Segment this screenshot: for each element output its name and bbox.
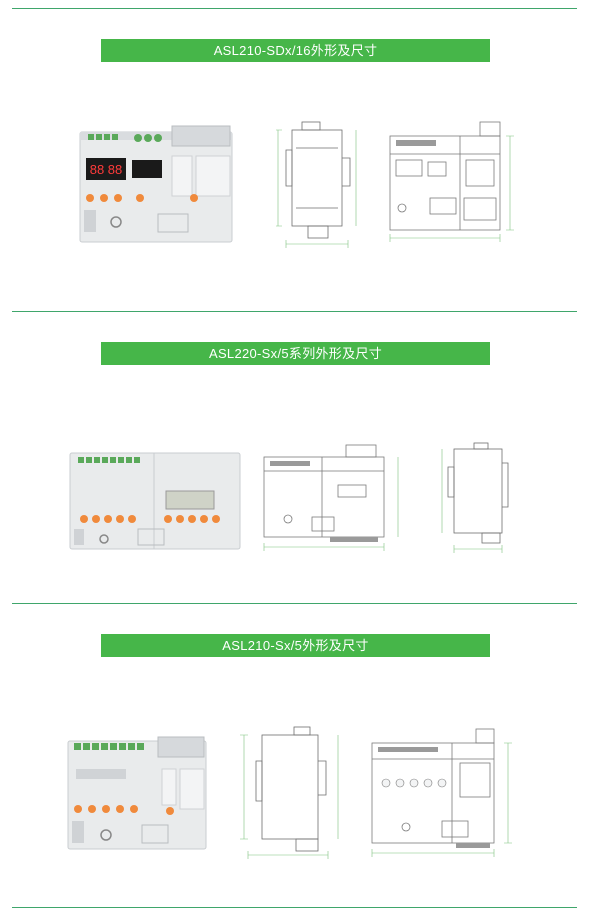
divider-1 bbox=[12, 311, 577, 312]
section-title: ASL220-Sx/5系列外形及尺寸 bbox=[101, 342, 490, 365]
side-view-drawing bbox=[441, 442, 509, 553]
section-asl210-sdx16: ASL210-SDx/16外形及尺寸 88 88 bbox=[0, 0, 589, 311]
product-photo bbox=[67, 736, 207, 850]
front-view-drawing bbox=[371, 728, 512, 857]
section-title: ASL210-SDx/16外形及尺寸 bbox=[101, 39, 490, 62]
divider-bottom bbox=[12, 907, 577, 908]
divider-2 bbox=[12, 603, 577, 604]
side-view-drawing bbox=[240, 726, 339, 859]
front-view-drawing bbox=[389, 121, 514, 242]
divider-top bbox=[12, 8, 577, 9]
front-view-drawing bbox=[263, 444, 399, 551]
svg-text:88 88: 88 88 bbox=[90, 162, 123, 177]
section-asl210-sx5: ASL210-Sx/5外形及尺寸 bbox=[0, 603, 589, 907]
section-asl220-sx5: ASL220-Sx/5系列外形及尺寸 bbox=[0, 311, 589, 603]
section-title: ASL210-Sx/5外形及尺寸 bbox=[101, 634, 490, 657]
product-photo: 88 88 bbox=[79, 125, 233, 243]
side-view-drawing bbox=[276, 121, 357, 248]
product-photo bbox=[69, 452, 241, 550]
